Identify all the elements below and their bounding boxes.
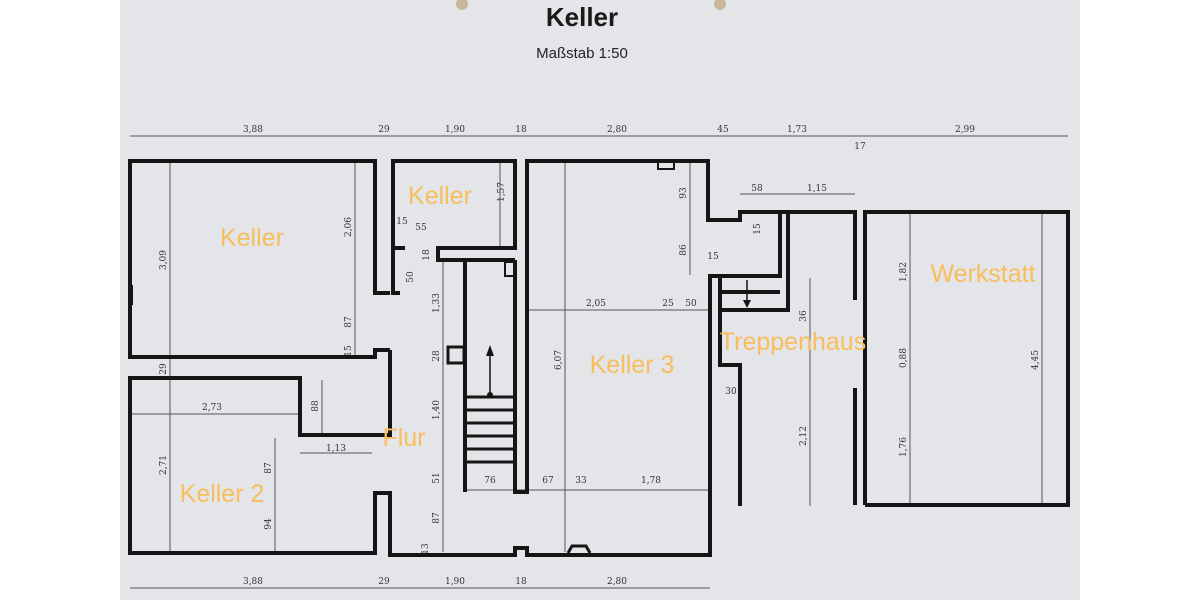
dimension-label: 55 <box>415 223 427 233</box>
dimension-label: 1,78 <box>641 476 661 486</box>
dimension-label: 1,33 <box>432 293 442 313</box>
window <box>128 285 133 305</box>
dimension-label: 2,12 <box>799 426 809 446</box>
dimension-label: 2,71 <box>159 455 169 475</box>
plan-paper <box>120 0 1080 600</box>
dimension-label: 33 <box>575 476 587 486</box>
dimension-label: 94 <box>264 518 274 530</box>
dimension-label: 2,73 <box>202 403 222 413</box>
pin-hole <box>714 0 726 10</box>
dimension-label: 45 <box>717 125 729 135</box>
dimension-label: 1,73 <box>787 125 807 135</box>
dimension-label: 13 <box>421 543 431 555</box>
up-arrow-icon <box>486 345 494 356</box>
dimension-label: 67 <box>542 476 554 486</box>
wall-corridor-stub <box>391 248 400 295</box>
room-label-keller-3: Keller 3 <box>590 351 675 379</box>
dimension-label: 76 <box>484 476 496 486</box>
wall-werkstatt <box>863 210 1070 507</box>
dimension-label: 4,45 <box>1031 350 1041 370</box>
drain <box>566 544 592 554</box>
dimension-label: 25 <box>662 299 674 309</box>
dimension-label: 29 <box>159 363 169 375</box>
dimension-label: 29 <box>378 577 390 587</box>
dimension-label: 3,88 <box>243 125 263 135</box>
wall-keller-small <box>391 159 517 262</box>
dimension-label: 15 <box>396 217 408 227</box>
room-label-treppenhaus: Treppenhaus <box>720 328 866 356</box>
dimension-label: 86 <box>679 244 689 256</box>
dimension-label: 28 <box>432 350 442 362</box>
dimension-label: 88 <box>311 400 321 412</box>
dimension-label: 36 <box>799 310 809 322</box>
dimension-label: 18 <box>422 249 432 261</box>
wall-keller-left <box>128 159 390 359</box>
room-label-flur: Flur <box>382 424 425 452</box>
dimension-label: 87 <box>432 512 442 524</box>
dimension-label: 1,76 <box>899 437 909 457</box>
plan-title: Keller <box>546 2 618 32</box>
dimension-label: 17 <box>854 142 866 152</box>
dimension-label: 1,90 <box>445 577 465 587</box>
wall-keller-2 <box>128 350 712 557</box>
dimension-label: 1,82 <box>899 262 909 282</box>
dimension-label: 2,99 <box>955 125 975 135</box>
dimension-labels: 3,88 29 1,90 18 2,80 45 1,73 17 2,99 3,88 29 1,90 18… <box>159 125 1041 587</box>
dimension-label: 1,57 <box>497 182 507 202</box>
dimension-label: 0,88 <box>899 348 909 368</box>
dimension-label: 93 <box>679 187 689 199</box>
pin-hole <box>456 0 468 10</box>
wall-treppenhaus <box>708 212 790 555</box>
stairs-flur <box>465 345 515 464</box>
niche <box>657 160 675 170</box>
pillar <box>446 345 466 365</box>
dimension-label: 6,07 <box>554 350 564 370</box>
dimension-label: 30 <box>725 387 737 397</box>
dimension-label: 51 <box>432 472 442 483</box>
dimension-label: 15 <box>753 223 763 235</box>
dimension-label: 1,13 <box>326 444 346 454</box>
down-arrow-icon <box>743 300 751 308</box>
dimension-label: 87 <box>344 316 354 328</box>
dimension-label: 1,90 <box>445 125 465 135</box>
dimension-label: 18 <box>515 577 527 587</box>
wall-stairwell <box>463 159 857 505</box>
dimension-label: 50 <box>685 299 697 309</box>
dimension-label: 15 <box>707 252 719 262</box>
dimension-label: 2,80 <box>607 577 627 587</box>
room-label-keller-2: Keller 2 <box>180 480 265 508</box>
room-label-werkstatt: Werkstatt <box>930 260 1035 288</box>
dimension-label: 1,15 <box>807 184 827 194</box>
dimension-label: 3,09 <box>159 250 169 270</box>
dimension-label: 29 <box>378 125 390 135</box>
walls <box>128 159 1070 557</box>
dimension-label: 1,40 <box>432 400 442 420</box>
dimension-label: 18 <box>515 125 527 135</box>
chimney <box>504 261 515 277</box>
dimension-label: 87 <box>264 462 274 474</box>
room-label-keller: Keller <box>220 224 284 252</box>
plan-scale: Maßstab 1:50 <box>536 45 628 62</box>
dimension-label: 2,06 <box>344 217 354 237</box>
room-label-keller-small: Keller <box>408 182 472 210</box>
dimension-label: 58 <box>751 184 763 194</box>
dimension-label: 2,80 <box>607 125 627 135</box>
dimension-label: 2,05 <box>586 299 606 309</box>
dimension-label: 3,88 <box>243 577 263 587</box>
dimension-label: 50 <box>406 271 416 283</box>
dimension-label: 15 <box>344 345 354 357</box>
